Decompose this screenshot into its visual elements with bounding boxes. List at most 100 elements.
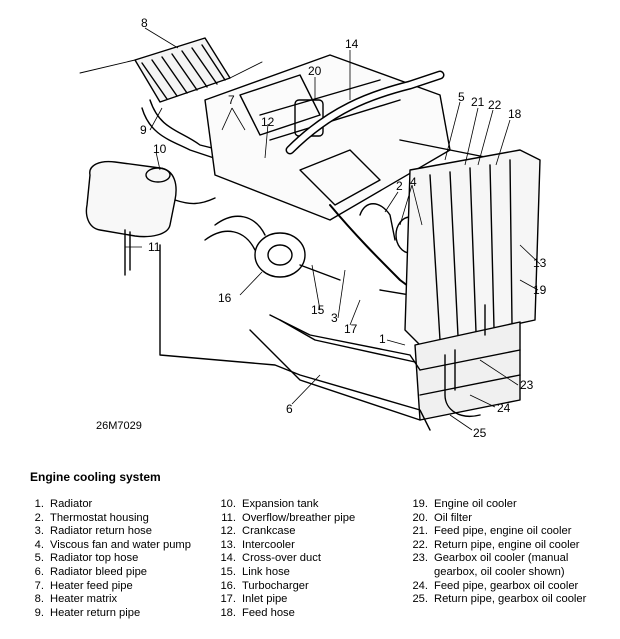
callout-10: 10	[153, 142, 167, 156]
callout-17: 17	[344, 322, 358, 336]
callout-22: 22	[488, 98, 502, 112]
legend-item-label: Feed pipe, engine oil cooler	[434, 525, 572, 538]
legend-item-number: 20.	[412, 511, 428, 524]
legend-item-label: Return pipe, gearbox oil cooler	[434, 593, 587, 606]
legend-item-label: Heater feed pipe	[50, 579, 133, 592]
callout-6: 6	[286, 402, 293, 416]
legend-item-number: 4.	[34, 538, 44, 551]
callout-3: 3	[331, 311, 338, 325]
legend-item-label: Feed pipe, gearbox oil cooler	[434, 579, 579, 592]
legend-item-number: 13.	[220, 538, 236, 551]
legend-item: 23.Gearbox oil cooler (manual gearbox, o…	[404, 552, 614, 579]
legend-item-number: 11.	[221, 511, 236, 524]
legend-item: 24. Feed pipe, gearbox oil cooler	[404, 580, 614, 594]
legend-item-label: Intercooler	[242, 538, 295, 551]
legend-item: 1. Radiator	[20, 498, 210, 512]
legend-item: 6. Radiator bleed pipe	[20, 566, 210, 580]
turbocharger-drawing	[204, 215, 341, 281]
legend-item-number: 19.	[412, 498, 428, 510]
legend-item-number: 6.	[34, 565, 44, 578]
legend-item: 9.Heater return pipe	[20, 607, 210, 621]
legend-item-label: Heater matrix	[50, 593, 118, 606]
legend-item-label: Return pipe, engine oil cooler	[434, 538, 580, 551]
callout-1: 1	[379, 332, 386, 346]
legend-item-number: 23.	[412, 552, 428, 565]
legend-item-label: Expansion tank	[242, 498, 319, 510]
heater-feed-pipe-drawing	[149, 99, 301, 171]
legend-item-label: Inlet pipe	[242, 593, 288, 606]
legend-item-label: Turbocharger	[242, 579, 309, 592]
legend-item-label: Engine oil cooler	[434, 498, 517, 510]
figure-reference: 26M7029	[96, 420, 142, 432]
callout-11: 11	[148, 240, 161, 254]
legend-item-number: 25.	[412, 593, 428, 606]
legend-item: 7. Heater feed pipe	[20, 580, 210, 594]
legend-item: 12. Crankcase	[212, 525, 417, 539]
legend-item-label: Radiator return hose	[50, 525, 152, 538]
legend-item-label: Crankcase	[242, 525, 296, 538]
callout-14: 14	[345, 37, 359, 51]
legend-item: 16. Turbocharger	[212, 580, 417, 594]
callout-2: 2	[396, 179, 403, 193]
legend-item: 22. Return pipe, engine oil cooler	[404, 539, 614, 553]
callout-19: 19	[533, 283, 547, 297]
callout-16: 16	[218, 291, 232, 305]
callout-12: 12	[261, 115, 275, 129]
legend-item-number: 1.	[34, 498, 44, 510]
callout-4: 4	[410, 175, 417, 189]
legend-item: 18.Feed hose	[212, 607, 417, 621]
legend-item-number: 22.	[412, 538, 428, 551]
callout-7: 7	[228, 93, 235, 107]
radiator-bleed-pipe-drawing	[159, 244, 431, 431]
legend-item: 13. Intercooler	[212, 539, 417, 553]
legend-item: 14.Cross-over duct	[212, 552, 417, 566]
legend-item: 10. Expansion tank	[212, 498, 417, 512]
legend-item: 5. Radiator top hose	[20, 552, 210, 566]
legend-item-number: 8.	[34, 593, 44, 606]
legend-item-number: 12.	[220, 525, 236, 538]
callout-24: 24	[497, 401, 511, 415]
legend-item-number: 7.	[34, 579, 44, 592]
heater-matrix-drawing	[79, 37, 263, 103]
callout-5: 5	[458, 90, 465, 104]
legend-item-number: 16.	[220, 579, 236, 592]
legend-caption: Engine cooling system	[30, 470, 161, 484]
legend-item-number: 3.	[34, 525, 44, 538]
legend-item: 25. Return pipe, gearbox oil cooler	[404, 593, 614, 607]
legend-item: 3. Radiator return hose	[20, 525, 210, 539]
callout-23: 23	[520, 378, 534, 392]
callout-25: 25	[473, 426, 487, 440]
callout-8: 8	[141, 16, 148, 30]
legend-item-number: 10.	[220, 498, 236, 510]
callout-15: 15	[311, 303, 325, 317]
legend-item-label: Radiator top hose	[50, 552, 139, 565]
callout-18: 18	[508, 107, 522, 121]
radiator-drawing	[404, 149, 541, 421]
legend-item-number: 14.	[220, 552, 236, 565]
engine-block-drawing	[204, 54, 451, 221]
radiator-return-hose-drawing	[359, 203, 396, 241]
legend-item-number: 21.	[412, 525, 428, 538]
legend-item: 2.Thermostat housing	[20, 512, 210, 526]
expansion-tank-drawing	[85, 160, 216, 238]
legend-item-label: Oil filter	[434, 511, 472, 524]
legend-item-label: Radiator	[50, 498, 93, 510]
legend-column-2: 10. Expansion tank 11. Overflow/breather pi…	[212, 498, 417, 620]
legend-item-label: Viscous fan and water pump	[50, 538, 191, 551]
legend-item-label: Heater return pipe	[50, 606, 141, 619]
legend-item-number: 15.	[220, 565, 236, 578]
legend-column-3: 19. Engine oil cooler 20. Oil filter 21. Feed…	[404, 498, 614, 607]
callout-21: 21	[471, 95, 485, 109]
legend-item-number: 2.	[34, 511, 44, 524]
legend-item: 15.Link hose	[212, 566, 417, 580]
legend-item-label: Radiator bleed pipe	[50, 565, 148, 578]
legend-item-label: Overflow/breather pipe	[242, 511, 356, 524]
cooling-system-diagram: 8 14 20 7 12 9 10 5 21 22 18 2 4 13 19 1…	[79, 16, 547, 440]
gearbox-oil-cooler-pipes-drawing	[444, 354, 481, 417]
legend-item-label: Feed hose	[242, 606, 295, 619]
legend-item: 17. Inlet pipe	[212, 593, 417, 607]
legend-item-number: 17.	[220, 593, 236, 606]
legend-item-number: 5.	[34, 552, 44, 565]
legend-item-number: 24.	[412, 579, 428, 592]
